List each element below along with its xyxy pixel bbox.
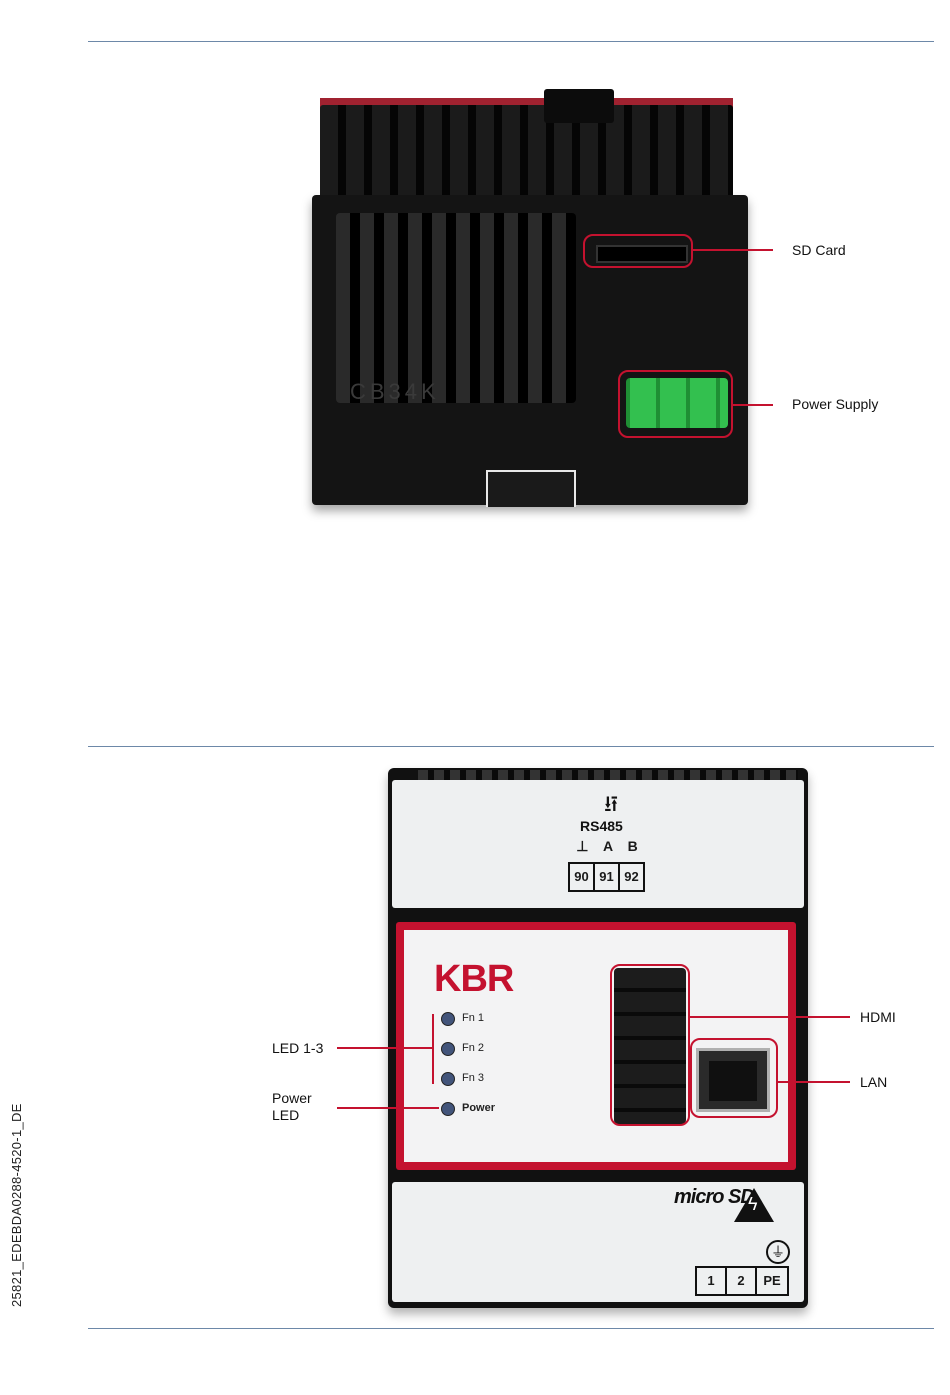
led-power-label: Power (462, 1102, 495, 1114)
led-fn3-label: Fn 3 (462, 1072, 484, 1084)
lan-label: LAN (860, 1074, 887, 1091)
lan-highlight (690, 1038, 778, 1118)
hdmi-highlight (610, 964, 690, 1126)
terminal-pe: PE (757, 1268, 787, 1294)
terminal-2: 2 (727, 1268, 757, 1294)
led-fn2 (441, 1042, 455, 1056)
terminal-90: 90 (570, 864, 595, 890)
hdmi-label: HDMI (860, 1009, 896, 1026)
power-supply-label: Power Supply (792, 396, 878, 413)
sd-card-leader (693, 249, 773, 251)
brand-logo: KBR (434, 958, 513, 1001)
bottom-rule (88, 1328, 934, 1329)
sd-card-label: SD Card (792, 242, 846, 259)
led-power (441, 1102, 455, 1116)
lan-leader (778, 1081, 850, 1083)
led-1-3-leader (337, 1047, 434, 1049)
device-vents (336, 213, 576, 403)
top-rule (88, 41, 934, 42)
case-marking: CB34K (350, 379, 440, 405)
led-bracket (432, 1014, 434, 1084)
power-led-leader (337, 1107, 439, 1109)
rs485-terminal-block: 90 91 92 (568, 862, 645, 892)
pin-label-b: B (628, 838, 638, 855)
device-top-clip (544, 89, 614, 123)
sd-card-highlight (583, 234, 693, 268)
pin-label-ground: ⊥ (576, 838, 588, 855)
device-top-view: CB34K (300, 85, 760, 515)
device-cooling-fins (320, 105, 733, 205)
led-1-3-label: LED 1-3 (272, 1040, 323, 1057)
pin-label-a: A (603, 838, 613, 855)
device-top-vents (418, 770, 798, 780)
hdmi-leader (690, 1016, 850, 1018)
led-fn2-label: Fn 2 (462, 1042, 484, 1054)
earth-ground-icon: ⏚ (766, 1240, 790, 1264)
middle-rule (88, 746, 934, 747)
terminal-91: 91 (595, 864, 620, 890)
document-id: 25821_EDEBDA0288-4520-1_DE (9, 1103, 24, 1307)
terminal-92: 92 (620, 864, 643, 890)
rs485-label: RS485 (580, 818, 623, 834)
led-fn3 (441, 1072, 455, 1086)
power-supply-leader (733, 404, 773, 406)
warning-icon: ϟ (734, 1188, 774, 1222)
rs485-pin-labels: ⊥ A B (569, 838, 645, 855)
power-terminal-block: 1 2 PE (695, 1266, 789, 1296)
terminal-1: 1 (697, 1268, 727, 1294)
led-fn1 (441, 1012, 455, 1026)
led-fn1-label: Fn 1 (462, 1012, 484, 1024)
din-rail-foot (486, 470, 576, 507)
power-supply-highlight (618, 370, 733, 438)
power-led-label: Power LED (272, 1090, 312, 1124)
